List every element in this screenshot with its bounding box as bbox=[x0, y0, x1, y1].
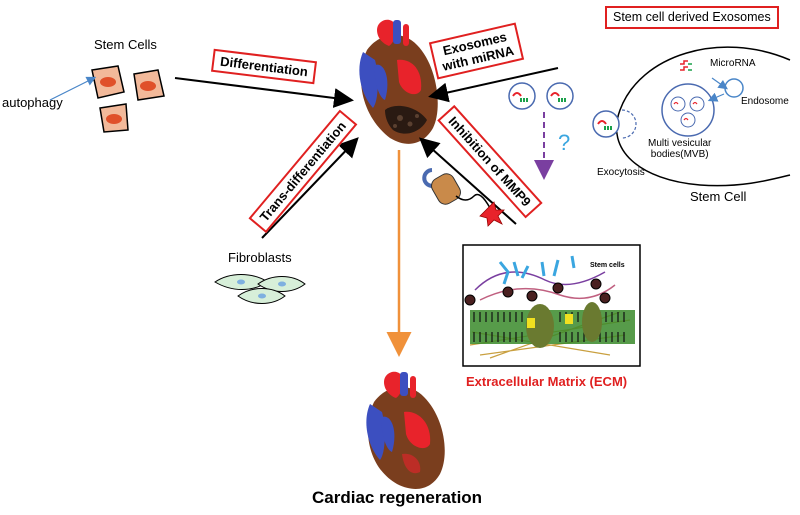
fibroblasts-label: Fibroblasts bbox=[228, 250, 292, 265]
stem-cells-label: Stem Cells bbox=[94, 37, 157, 52]
endosome-label: Endosome bbox=[741, 96, 789, 107]
stem-cells-image bbox=[91, 65, 165, 133]
damaged-heart bbox=[359, 19, 438, 144]
mvb-label-line2: bodies(MVB) bbox=[650, 149, 709, 160]
mvb-label-line1: Multi vesicular bbox=[648, 138, 712, 149]
differentiation-arrow bbox=[174, 77, 354, 108]
trans-differentiation-arrow bbox=[261, 137, 359, 239]
question-mark: ? bbox=[558, 130, 571, 155]
autophagy-label: autophagy bbox=[2, 95, 63, 110]
stem-cell-panel bbox=[592, 46, 791, 187]
stem-cell-derived-exosomes-label: Stem cell derived Exosomes bbox=[605, 6, 779, 29]
exosomes-arrow bbox=[428, 67, 559, 103]
cardiac-regeneration-title: Cardiac regeneration bbox=[312, 488, 483, 507]
ecm-image bbox=[462, 244, 641, 367]
ecm-stem-cells-label: Stem cells bbox=[590, 262, 625, 269]
mmp9-inhibitor-icon bbox=[422, 168, 505, 227]
microrna-label: MicroRNA bbox=[710, 58, 756, 69]
regenerated-heart bbox=[366, 371, 445, 489]
ecm-label: Extracellular Matrix (ECM) bbox=[466, 374, 628, 389]
mvb-label: Multi vesicular bodies(MVB) bbox=[648, 138, 711, 160]
fibroblasts-image bbox=[214, 274, 306, 304]
exocytosis-label: Exocytosis bbox=[597, 167, 645, 178]
autophagy-pointer bbox=[49, 76, 97, 101]
exosome-vesicles bbox=[508, 82, 574, 110]
stem-cell-label: Stem Cell bbox=[690, 189, 747, 204]
